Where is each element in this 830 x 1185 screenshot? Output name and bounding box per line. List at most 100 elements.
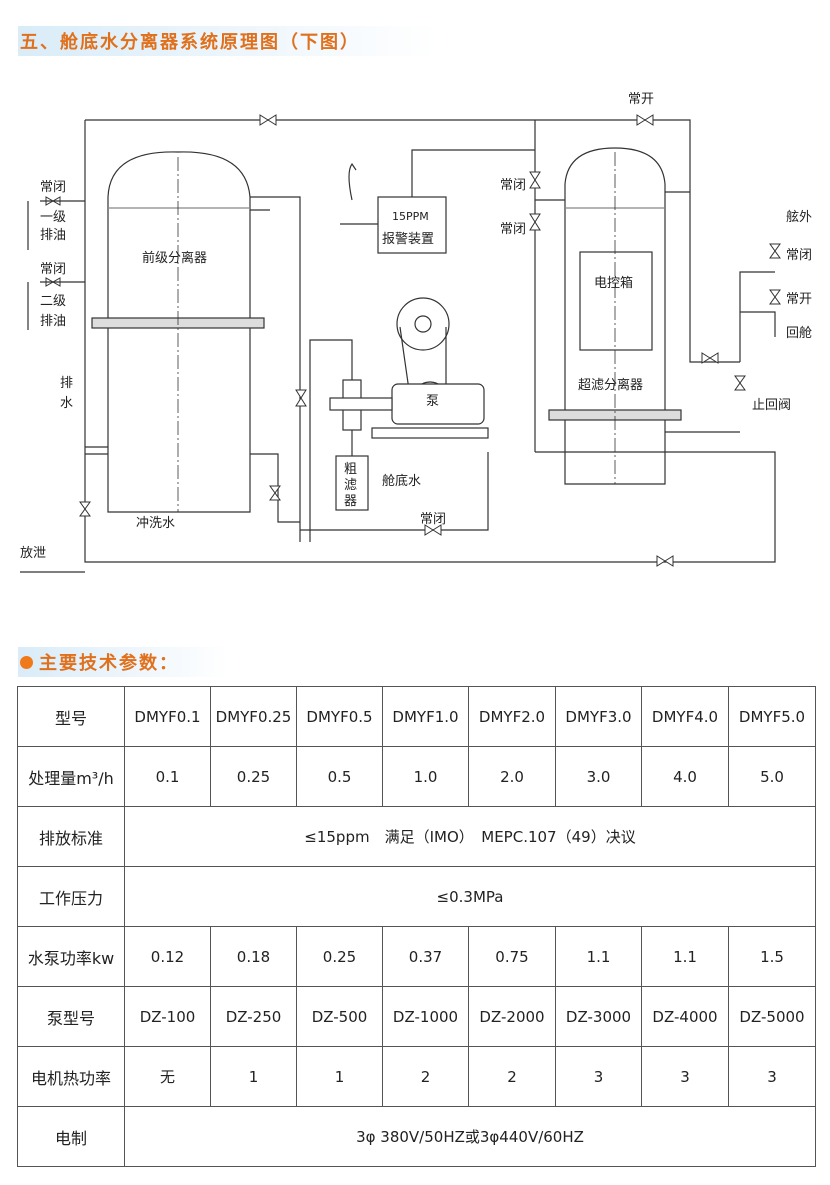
pipe-top-right (535, 119, 740, 363)
table-cell: 1.1 (641, 926, 729, 987)
table-cell: DZ-4000 (641, 986, 729, 1047)
section-title-text: 主要技术参数： (39, 653, 179, 674)
table-cell: 1 (296, 1046, 383, 1107)
table-row: 工作压力≤0.3MPa (17, 866, 816, 927)
table-cell: 2.0 (468, 746, 556, 807)
table-cell: DZ-500 (296, 986, 383, 1047)
table-cell: 2 (468, 1046, 556, 1107)
table-cell: 3.0 (555, 746, 642, 807)
row-header: 泵型号 (17, 986, 125, 1047)
table-cell: DMYF0.5 (296, 686, 383, 747)
label-drain-water-2: 水 (60, 396, 74, 411)
label-stage1-b: 排油 (40, 228, 67, 243)
section-title-diagram: 五、舱底水分离器系统原理图（下图） (18, 26, 438, 56)
row-header: 型号 (17, 686, 125, 747)
table-cell: 0.25 (210, 746, 297, 807)
label-nc-5: 常闭 (420, 512, 447, 527)
table-cell: DZ-2000 (468, 986, 556, 1047)
row-header: 电机热功率 (17, 1046, 125, 1107)
table-cell: 0.5 (296, 746, 383, 807)
label-no-2: 常开 (786, 292, 813, 307)
control-box (579, 251, 653, 351)
label-control-box: 电控箱 (594, 276, 634, 291)
label-stage2-b: 排油 (40, 314, 67, 329)
table-cell: 0.1 (124, 746, 211, 807)
row-header: 工作压力 (17, 866, 125, 927)
row-header: 电制 (17, 1106, 125, 1167)
table-row: 排放标准≤15ppm 满足（IMO） MEPC.107（49）决议 (17, 806, 816, 867)
label-nc-2: 常闭 (40, 262, 67, 277)
row-header: 水泵功率kw (17, 926, 125, 987)
label-drain-water-1: 排 (60, 376, 74, 391)
label-pump: 泵 (426, 394, 440, 409)
bilge-separator-schematic: 前级分离器 超滤分离器 电控箱 15PPM 报警装置 泵 粗 滤 器 舱底水 冲… (0, 72, 830, 592)
label-nc-6: 常闭 (786, 248, 813, 263)
merged-cell: 3φ 380V/50HZ或3φ440V/60HZ (124, 1106, 816, 1167)
label-no-top: 常开 (628, 92, 655, 107)
label-coarse-filter-3: 器 (344, 494, 358, 509)
left-tank (91, 151, 265, 513)
table-cell: 3 (728, 1046, 816, 1107)
table-cell: 0.37 (382, 926, 469, 987)
table-cell: 无 (124, 1046, 211, 1107)
label-coarse-filter-1: 粗 (344, 462, 358, 477)
table-cell: DMYF0.1 (124, 686, 211, 747)
table-cell: 4.0 (641, 746, 729, 807)
table-cell: 1.5 (728, 926, 816, 987)
table-cell: DMYF1.0 (382, 686, 469, 747)
row-header: 排放标准 (17, 806, 125, 867)
table-cell: 2 (382, 1046, 469, 1107)
table-cell: 0.75 (468, 926, 556, 987)
right-tank (548, 147, 682, 485)
label-check-valve: 止回阀 (752, 398, 792, 413)
pump-assembly (329, 297, 489, 439)
label-flush-water: 冲洗水 (136, 516, 176, 531)
table-cell: DZ-1000 (382, 986, 469, 1047)
label-overboard: 舷外 (786, 210, 813, 225)
section-title-specs: 主要技术参数： (18, 647, 228, 677)
label-stage2-a: 二级 (40, 294, 67, 309)
table-cell: DZ-5000 (728, 986, 816, 1047)
table-cell: 1.1 (555, 926, 642, 987)
pipe-bottom (84, 432, 776, 563)
table-cell: 3 (641, 1046, 729, 1107)
table-cell: 3 (555, 1046, 642, 1107)
table-cell: DMYF3.0 (555, 686, 642, 747)
table-cell: DZ-100 (124, 986, 211, 1047)
label-left-tank: 前级分离器 (142, 251, 208, 266)
coarse-filter (335, 455, 369, 511)
table-cell: DMYF5.0 (728, 686, 816, 747)
table-cell: 5.0 (728, 746, 816, 807)
table-cell: 1 (210, 1046, 297, 1107)
label-alarm-1: 15PPM (392, 210, 429, 223)
label-drain-out: 放泄 (20, 546, 47, 561)
label-bilge-water: 舱底水 (382, 474, 422, 489)
table-cell: DZ-250 (210, 986, 297, 1047)
label-stage1-a: 一级 (40, 210, 67, 225)
label-right-tank: 超滤分离器 (578, 378, 644, 393)
alarm-sensor-hook (348, 162, 357, 201)
label-nc-4: 常闭 (500, 222, 527, 237)
section-title-text: 五、舱底水分离器系统原理图（下图） (20, 32, 360, 53)
bullet-dot-icon (20, 655, 33, 669)
valves (45, 114, 781, 567)
merged-cell: ≤0.3MPa (124, 866, 816, 927)
row-header: 处理量m³/h (17, 746, 125, 807)
table-cell: 1.0 (382, 746, 469, 807)
table-cell: 0.25 (296, 926, 383, 987)
label-return: 回舱 (786, 326, 813, 341)
label-nc-1: 常闭 (40, 180, 67, 195)
label-coarse-filter-2: 滤 (344, 478, 358, 493)
label-alarm-2: 报警装置 (382, 232, 435, 247)
table-cell: DZ-3000 (555, 986, 642, 1047)
label-nc-3: 常闭 (500, 178, 527, 193)
table-cell: DMYF0.25 (210, 686, 297, 747)
diagram-labels: 前级分离器 超滤分离器 电控箱 15PPM 报警装置 泵 粗 滤 器 舱底水 冲… (0, 72, 830, 592)
